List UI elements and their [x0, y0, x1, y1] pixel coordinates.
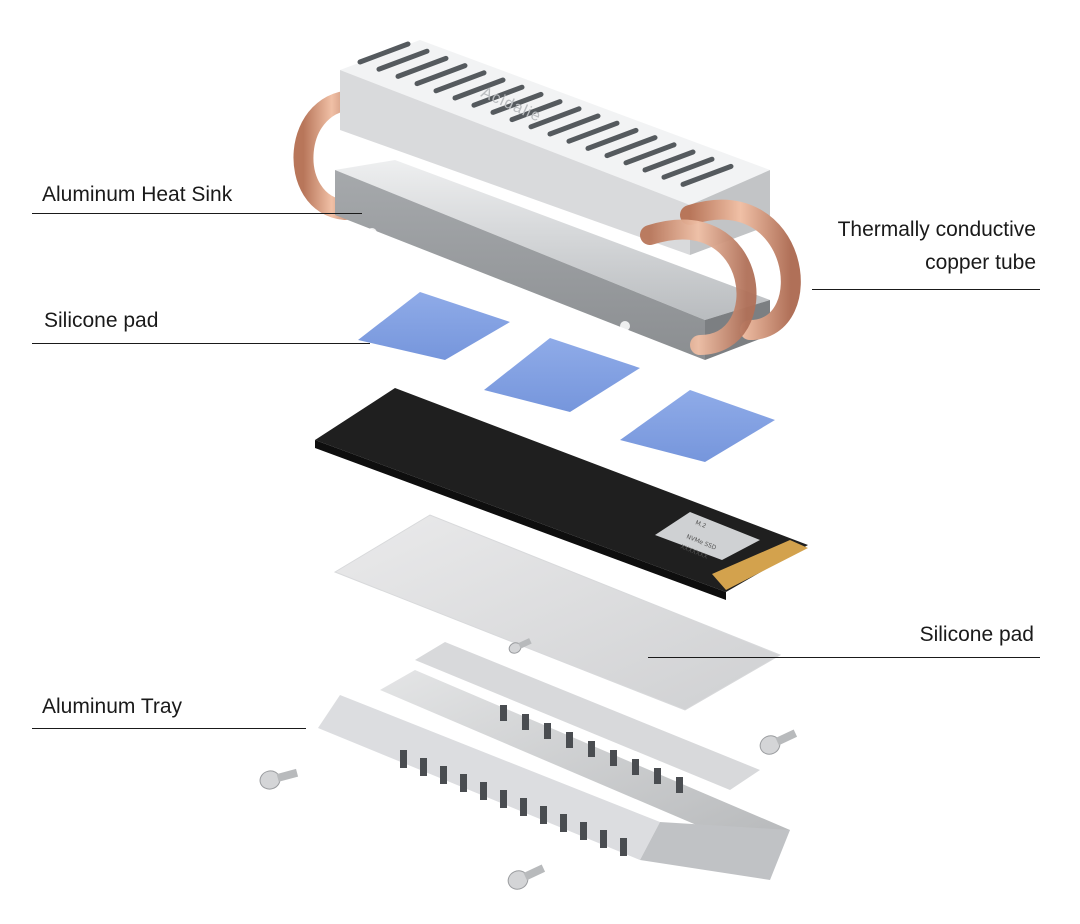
tray-vent-slot — [544, 723, 551, 739]
tray-vent-slot — [632, 759, 639, 775]
ssd-label-sticker — [655, 512, 760, 560]
callout-silicone-pad-top-label: Silicone pad — [44, 309, 159, 332]
callout-copper-tube-line — [812, 289, 1040, 290]
screws — [259, 638, 798, 890]
fin-gap — [509, 99, 563, 123]
tray-vent-slot — [480, 782, 487, 800]
ssd-label-line1: M.2 — [694, 519, 707, 530]
tray-vent-slot — [676, 777, 683, 793]
fin-gap — [433, 70, 487, 94]
copper-tube-right — [680, 199, 801, 340]
fin-gap — [528, 106, 582, 130]
copper-tube-left — [293, 89, 370, 220]
fin-gap — [414, 63, 468, 87]
tray-vent-slot — [600, 830, 607, 848]
silicone-pad-1 — [358, 292, 510, 360]
screw-left — [259, 768, 299, 790]
tray-vent-slot — [588, 741, 595, 757]
tray-vent-slot — [400, 750, 407, 768]
tray-vent-slot — [540, 806, 547, 824]
m2-ssd: M.2 NVMe SSD XXXXXXX — [315, 388, 808, 600]
fin-gap — [547, 113, 601, 137]
screw-bottom — [507, 864, 546, 890]
fin-gap — [642, 149, 696, 173]
silicone-pad-2 — [484, 338, 640, 412]
tray-vent-slot — [520, 798, 527, 816]
fin-gap — [452, 77, 506, 101]
callout-copper-tube-line1: Thermally conductive — [837, 218, 1036, 241]
tray-vent-slot — [420, 758, 427, 776]
fin-gap — [490, 91, 544, 115]
fin-gap — [471, 84, 525, 108]
callout-silicone-pad-bottom-label: Silicone pad — [919, 623, 1034, 646]
tray-vent-slot — [580, 822, 587, 840]
callout-tray-line — [32, 728, 306, 729]
tray-vent-slot — [654, 768, 661, 784]
tray-vent-slot — [620, 838, 627, 856]
callout-tray-label: Aluminum Tray — [42, 695, 183, 718]
screw-right — [759, 729, 798, 755]
fin-gap — [661, 156, 715, 180]
tray-vent-slot — [566, 732, 573, 748]
grey-silicone-pad — [333, 514, 782, 711]
callout-heat-sink-line — [32, 213, 362, 214]
tray-vent-slot — [610, 750, 617, 766]
callout-heat-sink-label: Aluminum Heat Sink — [42, 183, 233, 206]
callout-silicone-pad-top-line — [32, 343, 370, 344]
screw-mid — [508, 638, 532, 654]
aluminum-heat-sink: Acidalie — [293, 40, 801, 360]
fin-gap — [376, 48, 430, 72]
tray-vent-slot — [500, 790, 507, 808]
aluminum-tray — [318, 642, 790, 880]
callout-copper-tube-line2: copper tube — [925, 251, 1036, 274]
fin-gap — [566, 120, 620, 144]
fin-gap — [357, 41, 411, 65]
gold-contacts — [712, 540, 808, 590]
fin-gap — [623, 142, 677, 166]
callout-silicone-pad-bottom-line — [648, 657, 1040, 658]
fin-gap — [604, 135, 658, 159]
tray-vent-slot — [500, 705, 507, 721]
fin-gap — [585, 127, 639, 151]
fin-gap — [680, 163, 734, 187]
tray-vent-slot — [560, 814, 567, 832]
tray-vent-slot — [460, 774, 467, 792]
silicone-pad-3 — [620, 390, 775, 462]
fin-gap — [395, 55, 449, 79]
blue-silicone-pads — [358, 292, 775, 462]
tray-vent-slot — [440, 766, 447, 784]
tray-vent-slot — [522, 714, 529, 730]
